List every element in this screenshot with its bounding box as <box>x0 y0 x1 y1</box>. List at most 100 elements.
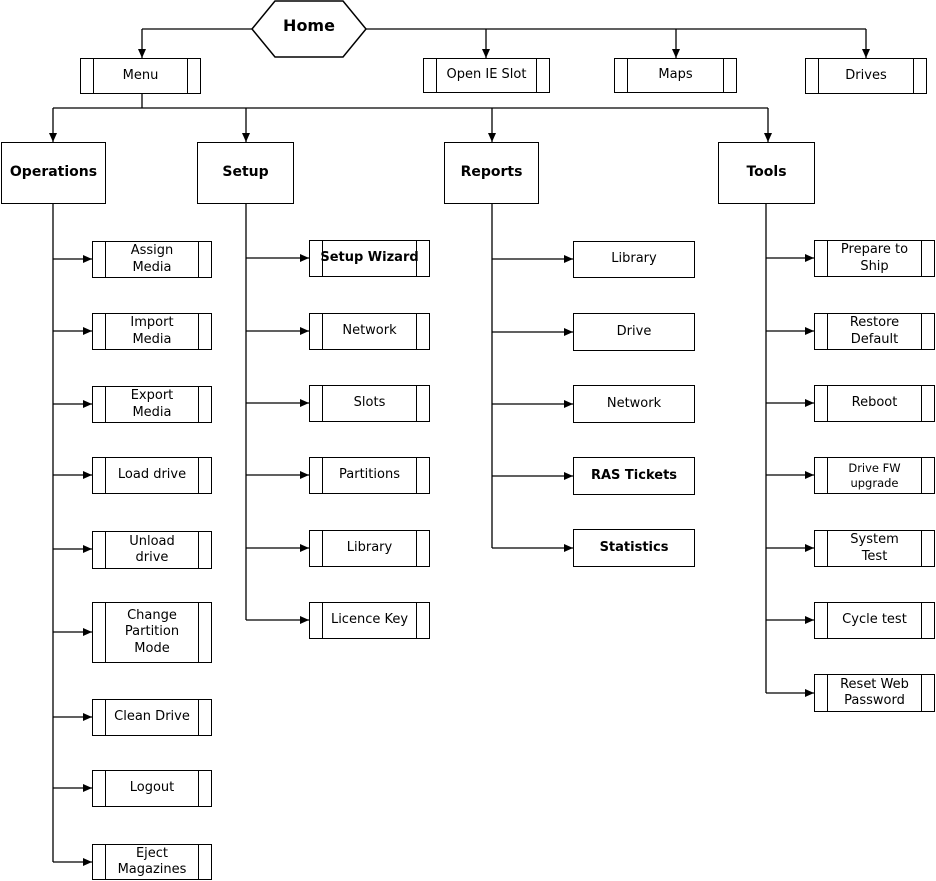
arrowhead <box>488 133 496 142</box>
arrowhead <box>83 713 92 721</box>
setup-item: Network <box>309 313 430 350</box>
arrowhead <box>482 49 490 58</box>
operations-item-label: Eject Magazines <box>117 845 187 877</box>
arrowhead <box>805 399 814 407</box>
arrowhead <box>805 254 814 262</box>
setup-item-label: Partitions <box>339 467 400 483</box>
operations-item: Unload drive <box>92 531 212 569</box>
tools-item: Reboot <box>814 385 935 422</box>
operations-item-label: Logout <box>129 780 175 796</box>
setup-item: Library <box>309 530 430 567</box>
operations-item-label: Export Media <box>130 388 174 420</box>
operations-node: Operations <box>1 142 106 204</box>
open-ie-slot-node: Open IE Slot <box>423 58 550 93</box>
arrowhead <box>138 49 146 58</box>
setup-item: Partitions <box>309 457 430 494</box>
arrowhead <box>805 544 814 552</box>
arrowhead <box>300 544 309 552</box>
arrowhead <box>805 616 814 624</box>
setup-item: Licence Key <box>309 602 430 639</box>
arrowhead <box>83 545 92 553</box>
tools-item-label: Cycle test <box>842 612 907 628</box>
reports-item: RAS Tickets <box>573 457 695 495</box>
arrowhead <box>564 544 573 552</box>
arrowhead <box>564 328 573 336</box>
maps-label: Maps <box>658 67 693 83</box>
tools-item-label: Reset Web Password <box>840 676 909 708</box>
tools-item: Prepare to Ship <box>814 240 935 277</box>
operations-label: Operations <box>9 164 98 181</box>
arrowhead <box>83 628 92 636</box>
drives-label: Drives <box>845 67 887 83</box>
open-ie-slot-label: Open IE Slot <box>446 67 527 83</box>
arrowhead <box>672 49 680 58</box>
operations-item-label: Assign Media <box>130 243 174 275</box>
operations-item: Clean Drive <box>92 699 212 736</box>
operations-item-label: Import Media <box>130 315 174 347</box>
reports-node: Reports <box>444 142 539 204</box>
tools-item: Restore Default <box>814 313 935 350</box>
setup-label: Setup <box>222 164 269 181</box>
arrowhead <box>764 133 772 142</box>
reports-item: Network <box>573 385 695 423</box>
reports-item: Drive <box>573 313 695 351</box>
arrowhead <box>805 327 814 335</box>
operations-item: Load drive <box>92 457 212 494</box>
hexagon-shape <box>251 0 367 58</box>
arrowhead <box>49 133 57 142</box>
arrowhead <box>300 327 309 335</box>
home-node: Home <box>251 0 367 58</box>
arrowhead <box>862 49 870 58</box>
operations-item: Assign Media <box>92 241 212 278</box>
arrowhead <box>83 471 92 479</box>
reports-item-label: Statistics <box>599 539 669 555</box>
setup-item: Setup Wizard <box>309 240 430 277</box>
tools-item: Drive FW upgrade <box>814 457 935 494</box>
arrowhead <box>805 689 814 697</box>
arrowhead <box>564 472 573 480</box>
menu-node: Menu <box>80 58 201 94</box>
reports-item-label: Library <box>611 251 657 267</box>
operations-item-label: Unload drive <box>129 533 175 565</box>
tools-item: System Test <box>814 530 935 567</box>
maps-node: Maps <box>614 58 737 93</box>
operations-item: Eject Magazines <box>92 844 212 880</box>
tools-item-label: Reboot <box>851 395 898 411</box>
drives-node: Drives <box>805 58 927 94</box>
setup-item-label: Library <box>346 540 393 556</box>
tools-node: Tools <box>718 142 815 204</box>
arrowhead <box>300 254 309 262</box>
menu-label: Menu <box>122 67 159 83</box>
arrowhead <box>242 133 250 142</box>
arrowhead <box>83 400 92 408</box>
tools-item-label: Prepare to Ship <box>840 242 909 274</box>
arrowhead <box>300 471 309 479</box>
arrowhead <box>564 400 573 408</box>
tools-item-label: System Test <box>850 532 899 564</box>
tools-item-label: Restore Default <box>849 315 900 347</box>
reports-item: Statistics <box>573 529 695 567</box>
reports-label: Reports <box>460 164 523 181</box>
reports-item: Library <box>573 241 695 278</box>
operations-item: Logout <box>92 770 212 807</box>
tools-item: Reset Web Password <box>814 674 935 712</box>
operations-item-label: Change Partition Mode <box>124 608 180 656</box>
arrowhead <box>300 616 309 624</box>
tools-label: Tools <box>746 164 787 181</box>
setup-item-label: Slots <box>353 395 386 411</box>
operations-item: Import Media <box>92 313 212 350</box>
operations-item-label: Load drive <box>117 467 187 483</box>
setup-item-label: Setup Wizard <box>320 250 419 266</box>
operations-item: Export Media <box>92 386 212 423</box>
setup-item: Slots <box>309 385 430 422</box>
arrowhead <box>805 471 814 479</box>
reports-item-label: Network <box>606 395 662 411</box>
setup-item-label: Licence Key <box>330 612 409 628</box>
operations-item: Change Partition Mode <box>92 602 212 663</box>
tools-item-label: Drive FW upgrade <box>848 461 901 490</box>
arrowhead <box>83 784 92 792</box>
arrowhead <box>564 255 573 263</box>
home-label: Home <box>283 15 335 35</box>
